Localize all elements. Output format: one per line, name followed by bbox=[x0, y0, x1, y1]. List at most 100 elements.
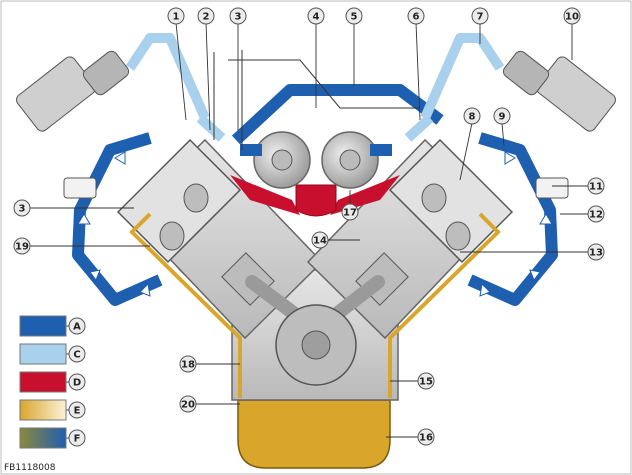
right-air-filter bbox=[502, 50, 616, 132]
right-intake-pipe bbox=[420, 33, 505, 121]
engine-block bbox=[116, 138, 514, 469]
crankshaft-journal bbox=[301, 330, 331, 360]
arrow-dark-6 bbox=[539, 213, 553, 225]
left-air-filter bbox=[16, 50, 130, 132]
callout-number: 12 bbox=[589, 210, 603, 221]
callout-circle bbox=[179, 355, 197, 373]
callout-number: 2 bbox=[203, 12, 210, 23]
leader-9 bbox=[501, 122, 505, 147]
right-outer-return-duct bbox=[467, 132, 558, 306]
callout-4: 4 bbox=[307, 7, 325, 25]
callout-number: 5 bbox=[351, 12, 358, 23]
callout-3: 3 bbox=[13, 199, 31, 217]
callout-8: 8 bbox=[463, 107, 481, 125]
arrow-dark-2 bbox=[77, 213, 91, 225]
left-cylinder-head bbox=[116, 138, 242, 264]
callout-number: 3 bbox=[235, 12, 242, 23]
legend-swatch bbox=[19, 315, 67, 337]
light-blue-ducting bbox=[125, 33, 505, 142]
callout-circle bbox=[167, 7, 185, 25]
left-valve-upper bbox=[183, 183, 209, 213]
callout-number: 7 bbox=[477, 12, 484, 23]
callout-5: 5 bbox=[345, 7, 363, 25]
arrow-dark-3 bbox=[89, 269, 101, 282]
legend-letter-circle bbox=[68, 373, 86, 391]
callout-number: 8 bbox=[469, 112, 476, 123]
figure-id: FB1118008 bbox=[4, 463, 56, 473]
callout-circle bbox=[307, 7, 325, 25]
leader-lines bbox=[30, 22, 588, 438]
legend-swatch bbox=[19, 371, 67, 393]
oil-sump bbox=[237, 399, 391, 469]
blow-by-channel-outline bbox=[129, 212, 501, 398]
legend-letter-circle bbox=[68, 401, 86, 419]
left-filter-body bbox=[16, 56, 96, 132]
callout-circle bbox=[563, 7, 581, 25]
legend-item-C: C bbox=[19, 343, 86, 365]
legend-letter: A bbox=[73, 322, 81, 333]
top-crossover-duct bbox=[231, 84, 444, 145]
callout-10: 10 bbox=[563, 7, 581, 25]
legend-letter-circle bbox=[68, 345, 86, 363]
left-filter-cap bbox=[82, 50, 130, 96]
arrow-dark-4 bbox=[139, 282, 151, 297]
callout-15: 15 bbox=[417, 372, 435, 390]
callout-circle bbox=[417, 428, 435, 446]
right-filter-cap bbox=[502, 50, 550, 96]
leader-1 bbox=[175, 22, 187, 121]
arrow-dark-1 bbox=[114, 151, 126, 165]
arrow-dark-7 bbox=[529, 269, 541, 282]
legend: AC D EF bbox=[19, 315, 86, 449]
callout-number: 19 bbox=[15, 242, 29, 253]
callout-number: 14 bbox=[313, 236, 327, 247]
legend-item-D: D bbox=[19, 371, 86, 393]
left-outer-return-duct bbox=[72, 132, 163, 306]
left-turbo-hub bbox=[271, 149, 293, 171]
callout-number: 16 bbox=[419, 433, 433, 444]
right-cylinder-head bbox=[388, 138, 514, 264]
intake-plenum bbox=[295, 184, 337, 217]
arrow-dark-5 bbox=[504, 151, 516, 165]
callout-circle bbox=[587, 177, 605, 195]
callout-11: 11 bbox=[587, 177, 605, 195]
right-check-valve bbox=[535, 177, 569, 199]
callout-circle bbox=[341, 203, 359, 221]
callout-circle bbox=[311, 231, 329, 249]
callout-17: 17 bbox=[341, 203, 359, 221]
callout-18: 18 bbox=[179, 355, 197, 373]
callout-number: 3 bbox=[19, 204, 26, 215]
callout-20: 20 bbox=[179, 395, 197, 413]
right-turbo-hub bbox=[339, 149, 361, 171]
callout-3: 3 bbox=[229, 7, 247, 25]
leader-8 bbox=[459, 122, 473, 181]
callout-number: 17 bbox=[343, 208, 357, 219]
callout-circle bbox=[179, 395, 197, 413]
legend-item-A: A bbox=[19, 315, 86, 337]
callout-number: 4 bbox=[313, 12, 320, 23]
left-intake-pipe bbox=[125, 33, 210, 121]
leader-6 bbox=[415, 22, 421, 121]
right-valve-upper bbox=[421, 183, 447, 213]
legend-letter: E bbox=[74, 406, 81, 417]
callout-number: 20 bbox=[181, 400, 195, 411]
legend-item-F: F bbox=[19, 427, 86, 449]
callout-circle bbox=[345, 7, 363, 25]
callout-14: 14 bbox=[311, 231, 329, 249]
legend-letter: D bbox=[73, 378, 81, 389]
callout-13: 13 bbox=[587, 243, 605, 261]
callout-circle bbox=[587, 205, 605, 223]
callout-circle bbox=[407, 7, 425, 25]
legend-letter-circle bbox=[68, 429, 86, 447]
callout-number: 11 bbox=[589, 182, 603, 193]
left-pcv-link bbox=[196, 114, 226, 142]
legend-item-E: E bbox=[19, 399, 86, 421]
callout-16: 16 bbox=[417, 428, 435, 446]
callout-circle bbox=[13, 199, 31, 217]
arrow-dark-8 bbox=[479, 282, 491, 297]
callout-7: 7 bbox=[471, 7, 489, 25]
legend-swatch bbox=[19, 427, 67, 449]
